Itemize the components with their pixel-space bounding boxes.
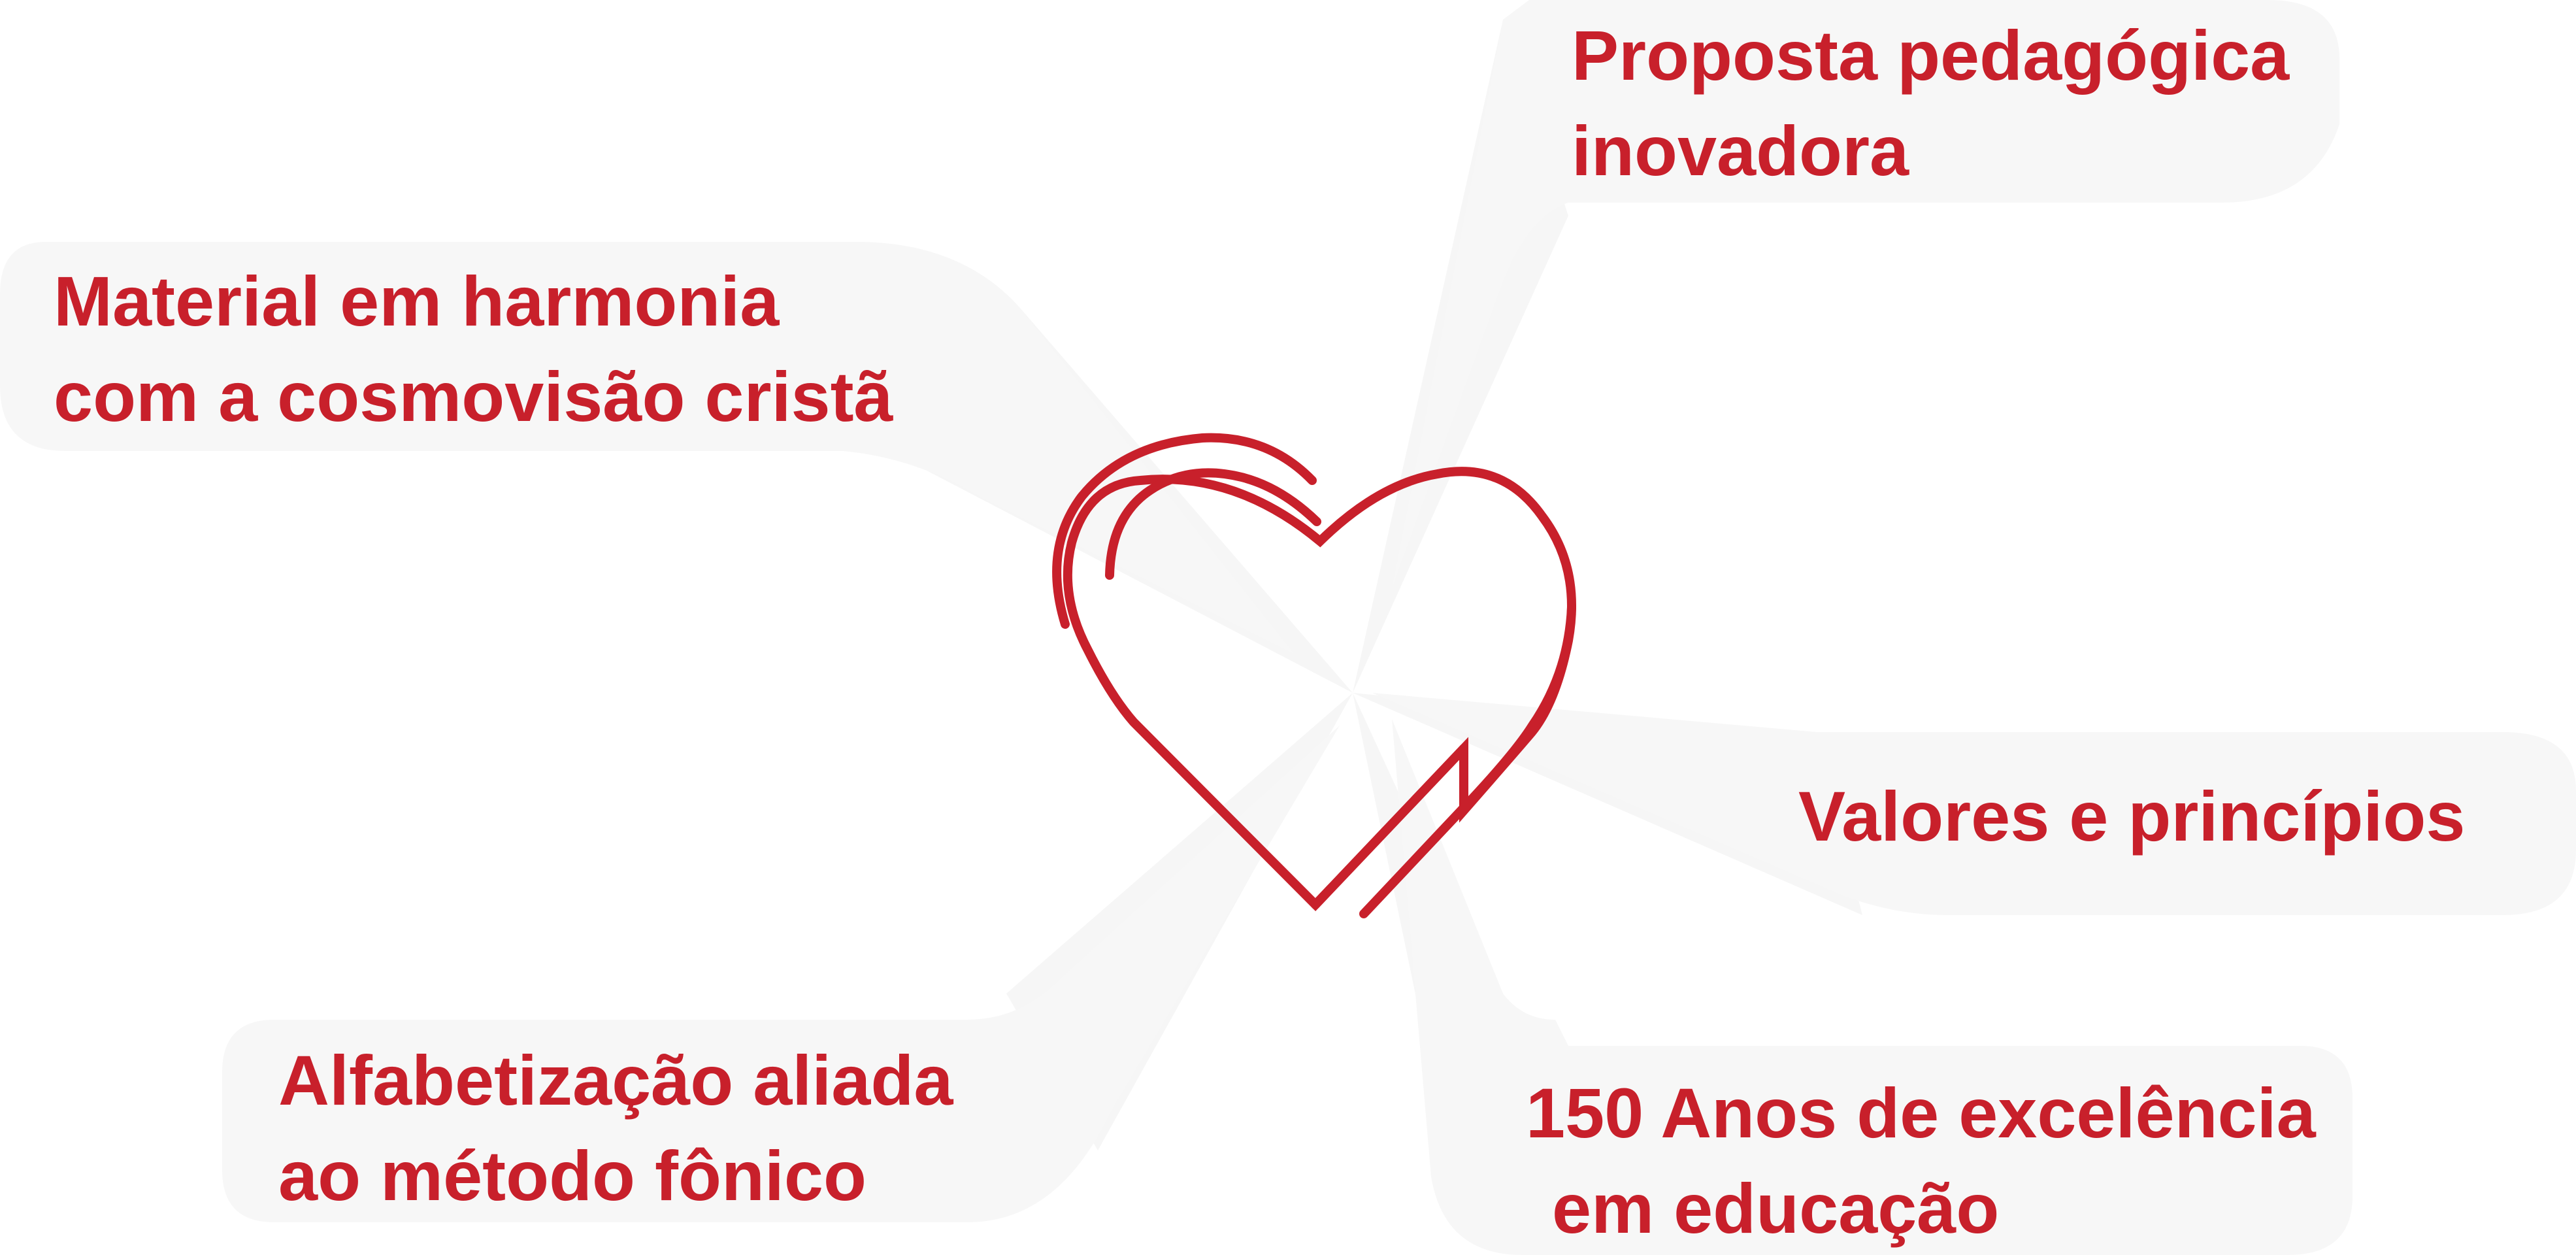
item-label-bottom-left: Alfabetização aliada ao método fônico: [278, 1033, 953, 1224]
item-label-line: ao método fônico: [278, 1136, 867, 1215]
item-label-line: em educação: [1552, 1169, 2000, 1248]
heart-outer-stroke: [1359, 603, 1576, 918]
panel-top-left: [0, 242, 1294, 654]
item-label-line: com a cosmovisão cristã: [54, 357, 893, 436]
item-label-top-right: Proposta pedagógica inovadora: [1572, 8, 2289, 199]
item-label-right: Valores e princípios: [1798, 769, 2465, 864]
item-label-line: Alfabetização aliada: [278, 1041, 953, 1120]
panel-right: [1372, 693, 2576, 915]
item-label-bottom-right: 150 Anos de excelência em educação: [1526, 1065, 2316, 1255]
panel-top-right: [1392, 0, 2339, 588]
item-label-line: inovadora: [1572, 111, 1909, 190]
heart-inner-stroke: [1311, 744, 1468, 909]
item-label-line: 150 Anos de excelência: [1526, 1073, 2316, 1152]
panel-bottom-right: [1392, 719, 2353, 1255]
heart-icon: [1052, 433, 1576, 918]
panel-bottom-left: [222, 726, 1340, 1222]
item-label-line: Material em harmonia: [54, 261, 780, 341]
item-label-line: Valores e princípios: [1798, 777, 2466, 856]
item-label-line: Proposta pedagógica: [1572, 16, 2290, 95]
heart-top-arc: [1052, 433, 1317, 629]
item-label-top-left: Material em harmonia com a cosmovisão cr…: [54, 254, 893, 444]
heart-inner-arc: [1105, 468, 1321, 580]
